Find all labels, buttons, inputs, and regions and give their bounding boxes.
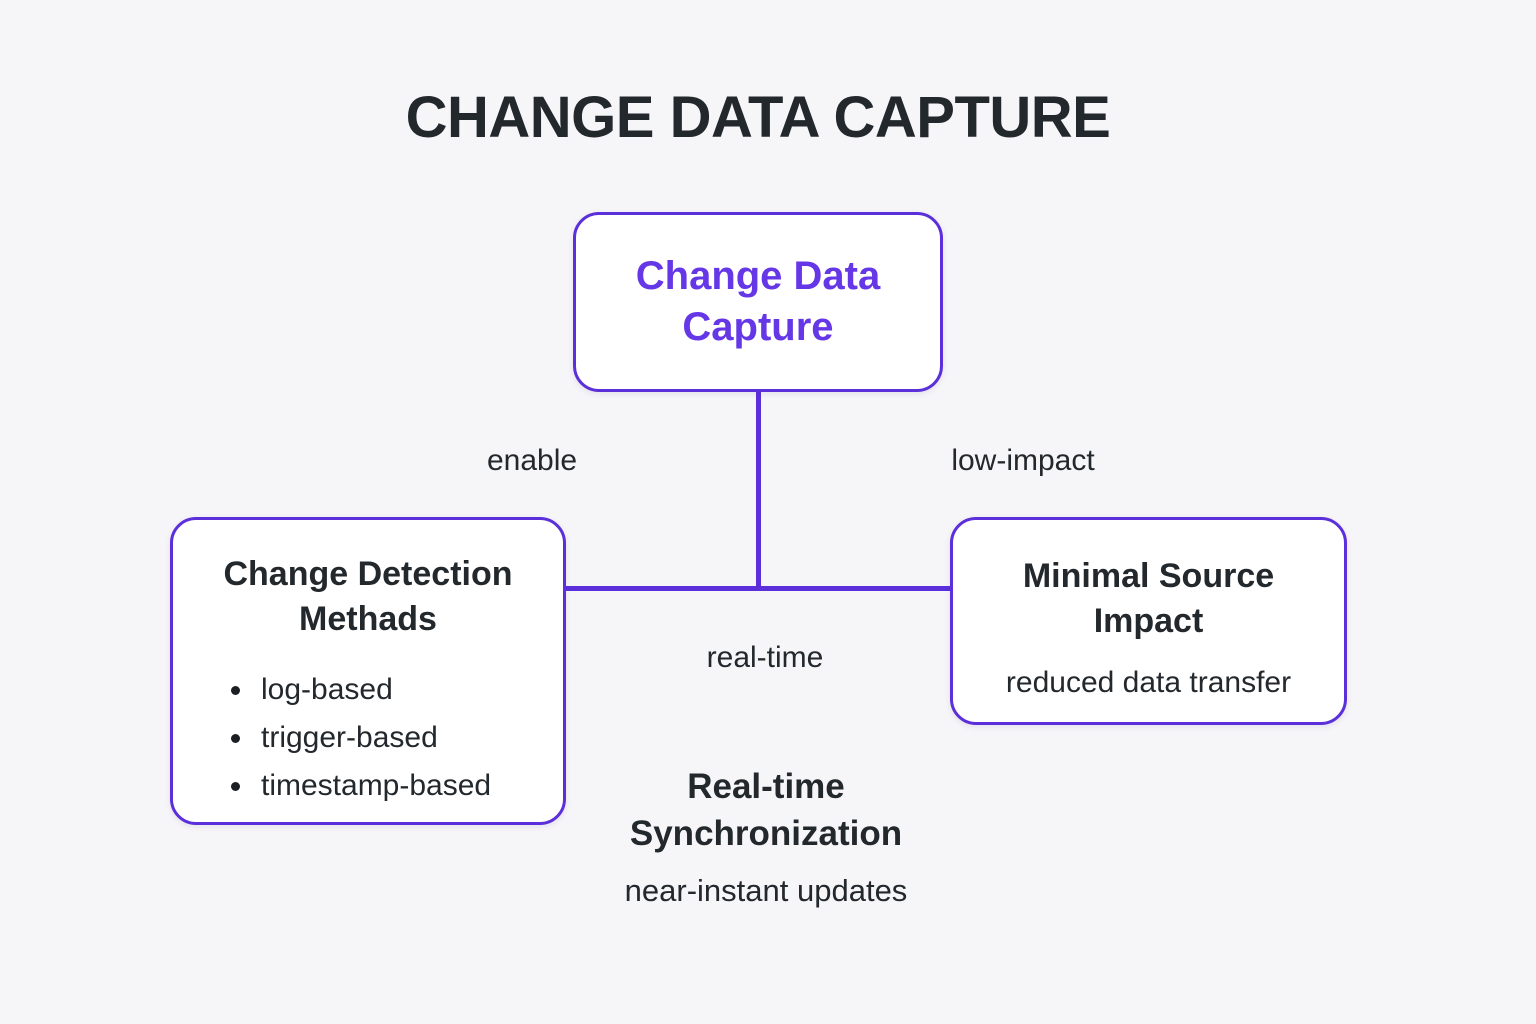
list-item: log-based <box>231 666 563 714</box>
list-item: trigger-based <box>231 714 563 762</box>
change-detection-methods-list: log-based trigger-based timestamp-based <box>173 666 563 810</box>
node-change-detection-methods-title: Change Detection Methads <box>223 555 513 639</box>
node-minimal-source-impact-title: Minimal Source Impact <box>1022 557 1275 641</box>
page-title: CHANGE DATA CAPTURE <box>405 85 1111 150</box>
node-real-time-synchronization: Real-time Synchronization near-instant u… <box>556 764 976 909</box>
node-minimal-source-impact: Minimal Source Impact reduced data trans… <box>950 517 1347 725</box>
list-item: timestamp-based <box>231 762 563 810</box>
node-change-data-capture: Change Data Capture <box>573 212 943 392</box>
edge-root-to-junction <box>756 392 761 588</box>
edge-label-real-time: real-time <box>706 641 824 674</box>
edge-left-to-right-junction <box>564 586 952 591</box>
node-real-time-synchronization-subtitle: near-instant updates <box>624 873 908 909</box>
edge-label-low-impact: low-impact <box>951 444 1095 477</box>
node-minimal-source-impact-subtitle: reduced data transfer <box>1005 666 1292 700</box>
node-real-time-synchronization-title: Real-time Synchronization <box>629 767 903 853</box>
node-change-data-capture-label: Change Data Capture <box>635 254 881 349</box>
node-change-detection-methods: Change Detection Methads log-based trigg… <box>170 517 566 825</box>
edge-label-enable: enable <box>486 444 578 477</box>
